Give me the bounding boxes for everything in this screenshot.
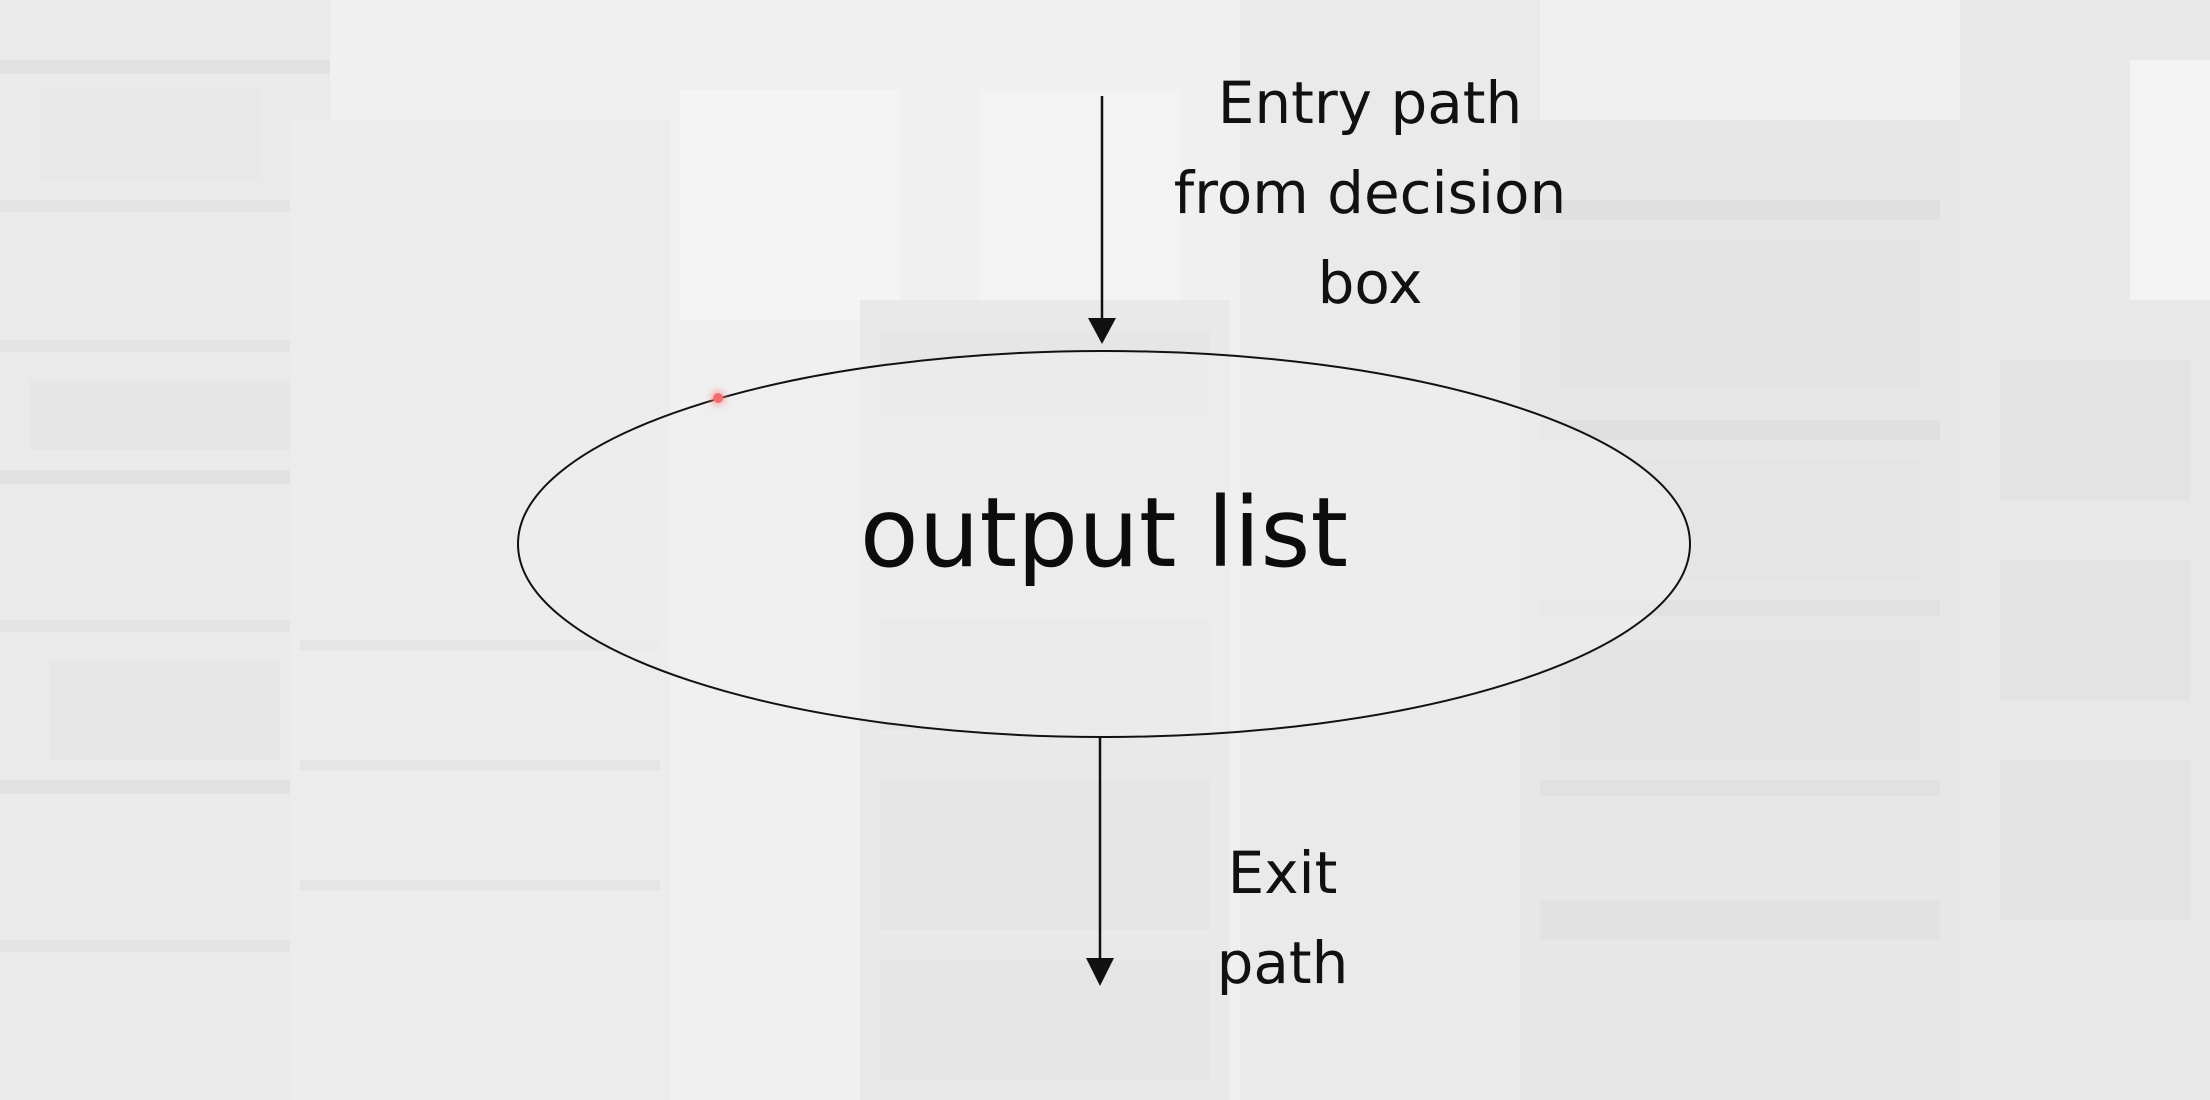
output-list-label: output list <box>859 477 1349 589</box>
exit-label-line: Exit <box>1227 839 1338 907</box>
exit-arrow <box>1086 738 1114 986</box>
output-list-node <box>517 350 1691 738</box>
entry-arrow <box>1088 96 1116 344</box>
exit-label-line: path <box>1216 929 1349 997</box>
entry-label-line: Entry path <box>1217 69 1523 137</box>
entry-label-line: from decision <box>1173 159 1567 227</box>
laser-pointer-dot <box>713 393 723 403</box>
exit-path-label: Exit path <box>1180 828 1385 1008</box>
entry-label-line: box <box>1317 249 1423 317</box>
entry-path-label: Entry path from decision box <box>1140 58 1600 328</box>
